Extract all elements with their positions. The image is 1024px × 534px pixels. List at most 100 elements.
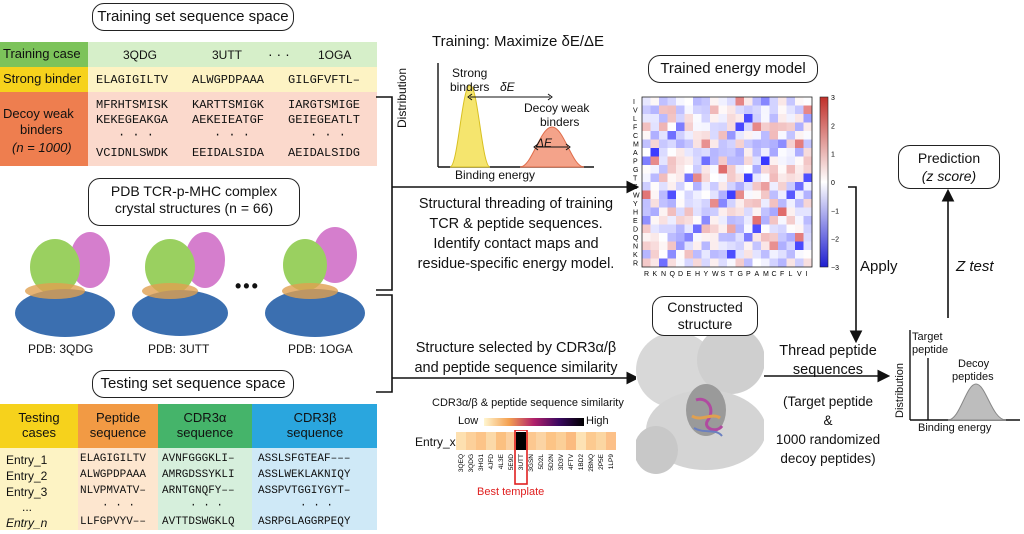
similarity-cell: [506, 432, 516, 450]
template-label: 3GSN: [528, 454, 535, 472]
heatmap-cell: [684, 190, 693, 199]
heatmap-cell: [718, 173, 727, 182]
similarity-cell: [556, 432, 566, 450]
test-peptide-5: LLFGPVYV––: [80, 516, 147, 528]
heatmap-cell: [693, 114, 702, 123]
heatmap-cell: [795, 148, 804, 157]
heatmap-cell: [727, 122, 736, 131]
test-cdr3b-5: ASRPGLAGGRPEQY: [258, 516, 351, 528]
similarity-cell: [576, 432, 586, 450]
heatmap-cell: [761, 97, 770, 106]
heatmap-cell: [642, 182, 651, 191]
heatmap-cell: [718, 139, 727, 148]
heatmap-cell: [718, 216, 727, 225]
test-cdr3a-3: ARNTGNQFY––: [162, 485, 235, 497]
heatmap-cell: [735, 139, 744, 148]
heatmap-cell: [667, 139, 676, 148]
template-label: 2BNQ: [588, 454, 595, 472]
heatmap-cell: [718, 190, 727, 199]
paren-line-4: decoy peptides): [780, 451, 876, 466]
heatmap-cell: [744, 190, 753, 199]
heatmap-cell: [744, 250, 753, 259]
heatmap-cell: [769, 224, 778, 233]
heatmap-cell: [795, 250, 804, 259]
heatmap-cell: [795, 122, 804, 131]
heatmap-cell: [795, 156, 804, 165]
template-label: 2P5E: [598, 453, 605, 470]
pdb-title-line1: PDB TCR-p-MHC complex: [110, 183, 278, 199]
heatmap-cell: [659, 165, 668, 174]
heatmap-cell: [761, 105, 770, 114]
decoy-binders-label-1: Decoy weak: [524, 101, 590, 115]
heatmap-cell: [727, 173, 736, 182]
heatmap-cell: [769, 190, 778, 199]
strong-binders-label-2: binders: [450, 80, 490, 94]
decoy-c1-r4: VCIDNLSWDK: [96, 146, 169, 160]
colorbar-tick: 3: [831, 95, 835, 102]
heatmap-cell: [701, 250, 710, 259]
training-objective: Training: Maximize δE/ΔE: [432, 33, 605, 50]
heatmap-cell: [650, 122, 659, 131]
heatmap-col-label: Y: [704, 271, 709, 278]
heatmap-cell: [684, 114, 693, 123]
arrow-apply: [848, 186, 863, 344]
colorbar-tick: 1: [831, 152, 835, 159]
heatmap-cell: [693, 250, 702, 259]
heatmap-cell: [659, 199, 668, 208]
heatmap-cell: [667, 131, 676, 140]
strong-binder-label-bg: [0, 67, 88, 92]
heatmap-cell: [676, 97, 685, 106]
constructed-structure-image: [636, 330, 764, 476]
heatmap-row-label: T: [633, 176, 638, 183]
decoy-c1-r3: · · ·: [118, 128, 155, 142]
final-xlabel: Binding energy: [918, 422, 992, 434]
heatmap-cell: [693, 156, 702, 165]
template-label: 5E9D: [508, 454, 515, 471]
heatmap-cell: [752, 224, 761, 233]
heatmap-cell: [778, 148, 787, 157]
heatmap-cell: [718, 105, 727, 114]
heatmap-cell: [710, 250, 719, 259]
heatmap-cell: [761, 199, 770, 208]
heatmap-cell: [744, 148, 753, 157]
heatmap-col-label: E: [687, 271, 692, 278]
heatmap-cell: [642, 97, 651, 106]
similarity-cell: [466, 432, 476, 450]
heatmap-cell: [735, 97, 744, 106]
heatmap-cell: [735, 216, 744, 225]
heatmap-cell: [718, 97, 727, 106]
heatmap-cell: [650, 216, 659, 225]
heatmap-cell: [701, 122, 710, 131]
heatmap-cell: [769, 156, 778, 165]
heatmap-cell: [684, 165, 693, 174]
heatmap-cell: [718, 182, 727, 191]
ztest-label: Z test: [956, 258, 994, 275]
heatmap-cell: [642, 207, 651, 216]
heatmap-cell: [718, 199, 727, 208]
heatmap-cell: [727, 233, 736, 242]
constructed-line-1: Constructed: [667, 299, 743, 315]
prediction-title: Prediction: [917, 150, 981, 166]
heatmap-cell: [803, 122, 812, 131]
heatmap-cell: [650, 182, 659, 191]
heatmap-cell: [786, 233, 795, 242]
test-peptide-2: ALWGPDPAAA: [80, 469, 147, 481]
heatmap-cell: [803, 258, 812, 267]
test-entry-5: Entry_n: [6, 516, 48, 530]
test-peptide-3: NLVPMVATV–: [80, 485, 147, 497]
heatmap-cell: [769, 114, 778, 123]
heatmap-cell: [667, 182, 676, 191]
heatmap-cell: [778, 199, 787, 208]
heatmap-cell: [718, 224, 727, 233]
heatmap-cell: [718, 114, 727, 123]
bracket-lower: [376, 294, 393, 393]
heatmap-cell: [642, 105, 651, 114]
pdb-label-3: PDB: 1OGA: [288, 342, 353, 356]
training-case-label: Training case: [3, 46, 81, 61]
decoy-c2-r2: AEKEIEATGF: [192, 113, 265, 127]
heatmap-cell: [701, 182, 710, 191]
heatmap-cell: [650, 233, 659, 242]
heatmap-cell: [693, 148, 702, 157]
similarity-cell: [586, 432, 596, 450]
heatmap-cell: [676, 199, 685, 208]
